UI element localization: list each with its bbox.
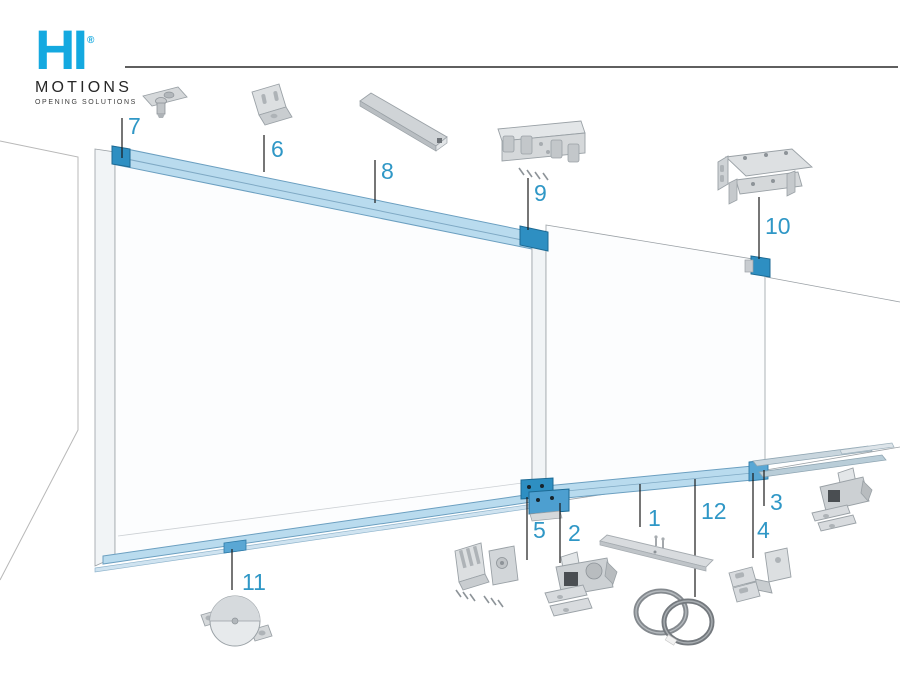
part-10-mount-bracket-illustration: [717, 148, 814, 205]
part-9-screws: [518, 167, 549, 181]
part-11-floor-roller-illustration: [200, 595, 273, 647]
cable-coil-rings-illustration: [633, 588, 715, 646]
part-4-stop-bracket-illustration: [728, 547, 792, 603]
part-1-cover-profile-illustration: [599, 534, 714, 572]
brand-subtitle: MOTIONS: [35, 79, 133, 96]
part-9-roller-carriage-illustration: [497, 120, 586, 181]
callout-lines: [121, 118, 765, 597]
part-2-damper-illustration: [544, 551, 618, 617]
callout-label-11: 11: [242, 569, 266, 595]
panel-1-bottom-seam: [117, 481, 531, 537]
bottom-track-edge-line: [534, 471, 764, 495]
left-wall-outline: [0, 140, 79, 581]
registered-mark: ®: [87, 35, 95, 46]
callout-label-9: 9: [534, 180, 547, 206]
top-track-edge-line: [111, 155, 533, 243]
door-panel-1: [94, 145, 541, 573]
panel-2-front-face: [545, 224, 766, 504]
right-fixed-panel-outline: [765, 276, 900, 471]
top-right-connector: [750, 255, 771, 278]
callout-label-4: 4: [757, 517, 770, 543]
panel-1-edge-face: [94, 148, 116, 567]
panel-1-front-face: [114, 151, 533, 558]
track-end-cap-part7: [111, 145, 131, 168]
door-panel-2: [519, 224, 771, 522]
top-right-connector-clip: [744, 259, 754, 273]
part-3-end-damper-illustration: [811, 467, 873, 532]
callout-label-2: 2: [568, 520, 581, 546]
junction-top-connector: [519, 225, 549, 252]
part-5-screws: [455, 589, 504, 608]
callout-label-6: 6: [271, 136, 284, 162]
bottom-guide-tab: [223, 539, 247, 554]
part-6-angle-bracket-illustration: [251, 83, 293, 126]
callout-label-3: 3: [770, 489, 783, 515]
callout-label-8: 8: [381, 158, 394, 184]
bottom-right-rails: [752, 442, 895, 478]
panel-2-edge-face: [531, 230, 547, 504]
junction-bottom-connector: [520, 477, 570, 522]
brand-wordmark: HI: [35, 18, 88, 81]
callout-label-5: 5: [533, 517, 546, 543]
brand-logo: HI® MOTIONS OPENING SOLUTIONS: [35, 18, 145, 107]
part-7-fixing-bracket-illustration: [142, 86, 188, 118]
brand-tagline: OPENING SOLUTIONS: [35, 99, 137, 106]
callout-label-7: 7: [128, 113, 141, 139]
callout-label-1: 1: [648, 505, 661, 531]
part-5-bracket-set-illustration: [454, 542, 519, 608]
part-1-screws: [655, 538, 664, 548]
callout-label-10: 10: [765, 213, 791, 239]
callout-label-12: 12: [701, 498, 727, 524]
part-8-channel-profile-illustration: [359, 92, 448, 152]
